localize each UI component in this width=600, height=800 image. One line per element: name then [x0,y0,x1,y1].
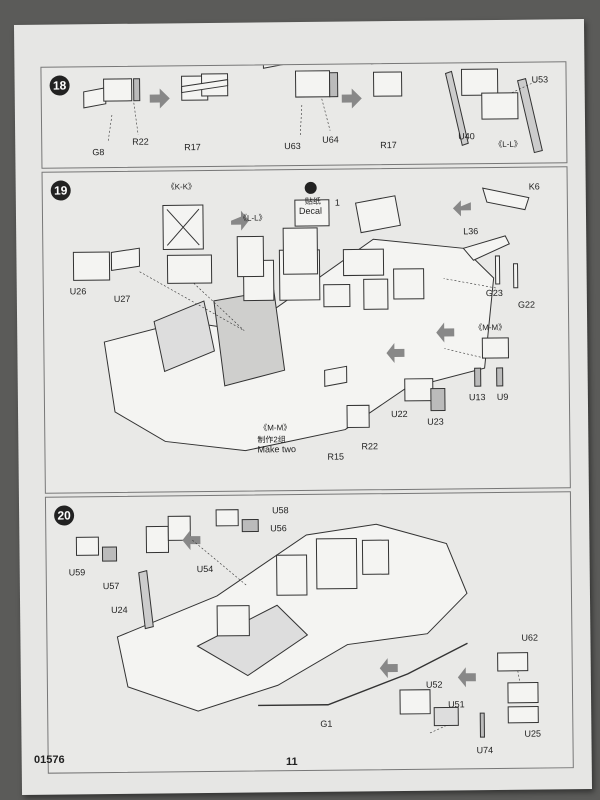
label-decal-number: 1 [334,197,340,208]
label-r15: R15 [327,451,345,462]
step-20-panel: 20 [44,491,574,774]
step-19-panel: 19 [41,166,571,494]
label-u24: U24 [111,604,128,616]
label-u59: U59 [68,567,86,578]
step-18-panel: 18 [40,61,568,169]
label-u64: U64 [322,134,339,145]
label-u57: U57 [102,580,120,592]
step-18-drawing [83,62,543,154]
label-r22: R22 [361,441,378,452]
label-u40: U40 [458,131,475,142]
label-u26: U26 [69,286,87,297]
label-u9: U9 [496,391,509,402]
label-u25: U25 [524,728,542,739]
label-g23: G23 [485,287,503,299]
product-code: 01576 [34,754,65,766]
label-u53: U53 [531,74,549,85]
label-k6: K6 [528,181,540,192]
label-g22: G22 [517,299,536,310]
label-u22: U22 [391,408,408,420]
label-u62: U62 [521,632,538,643]
label-u51: U51 [448,699,465,710]
label-k-k-view: 《K-K》 [166,182,197,192]
step-19-drawing [72,181,530,452]
label-g1: G1 [320,718,333,729]
label-r22: R22 [132,136,149,147]
page-number: 11 [286,756,298,768]
label-l-l-view: 《L-L》 [238,213,267,223]
label-u63: U63 [284,141,301,152]
label-r17-a: R17 [184,142,201,153]
label-make-two: Make two [257,444,297,455]
label-l-l-view: 《L-L》 [494,139,522,149]
label-decal: Decal [298,205,323,217]
label-g8: G8 [92,147,105,158]
label-u23: U23 [427,416,444,427]
label-u56: U56 [270,523,287,534]
page-content: 18 [26,47,580,775]
instruction-sheet: 18 [13,19,593,795]
label-m-m-view-right: 《M-M》 [474,322,507,333]
label-u27: U27 [113,293,131,304]
step-20-drawing [75,509,539,738]
label-m-m-view-left: 《M-M》 [259,423,292,433]
label-u13: U13 [468,392,486,403]
label-l36: L36 [463,226,479,237]
label-r17-b: R17 [380,140,397,151]
label-u74: U74 [476,745,494,756]
label-u58: U58 [272,505,289,516]
label-u54: U54 [196,563,214,575]
label-u52: U52 [425,679,443,690]
